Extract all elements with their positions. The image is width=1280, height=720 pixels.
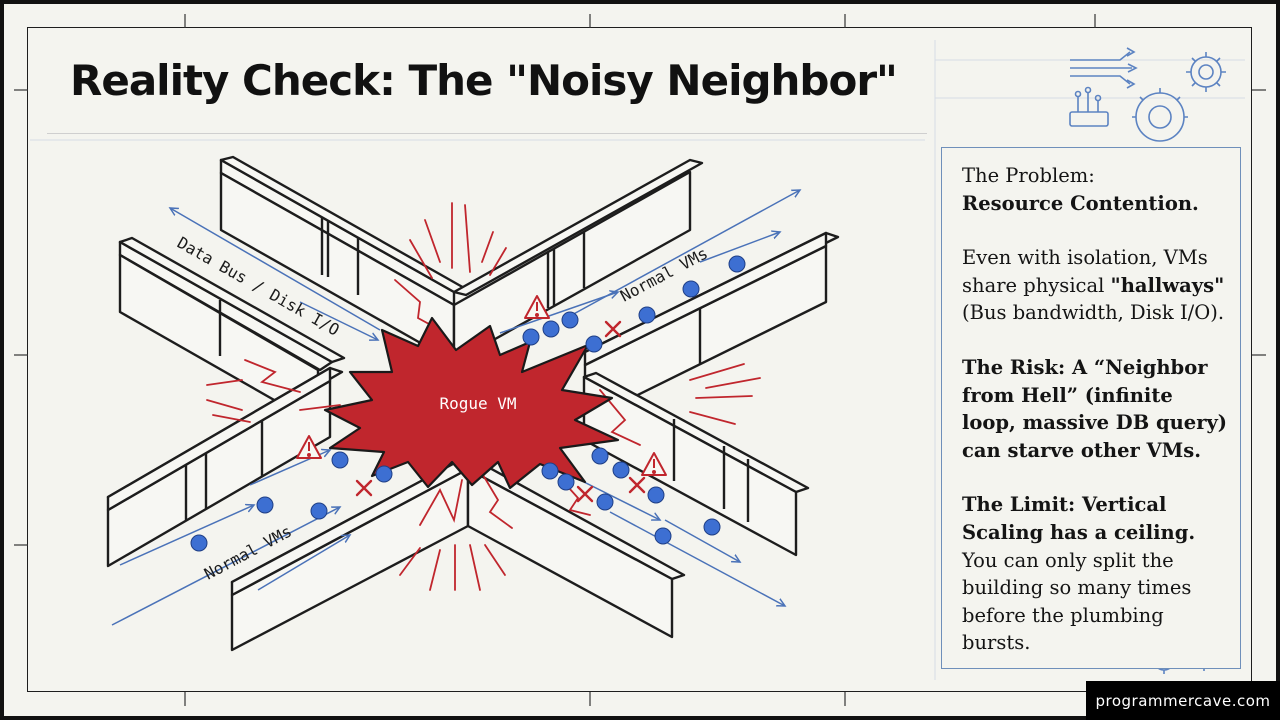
noise-lines [206,202,761,591]
hallways-paragraph: Even with isolation, VMs share physical … [962,244,1232,327]
hallways-text-pre: Even with isolation, VMs share physical [962,246,1208,297]
info-panel-text: The Problem: Resource Contention. Even w… [962,162,1232,684]
rogue-vm-explosion [323,316,620,490]
page-title: Reality Check: The "Noisy Neighbor" [70,56,898,105]
corner-ticks [14,14,1266,706]
problem-heading: The Problem: [962,164,1095,187]
problem-paragraph: The Problem: Resource Contention. [962,162,1232,217]
info-panel [941,147,1241,669]
blocked-marks [355,320,646,503]
hallways-emphasis: "hallways" [1110,273,1225,297]
circuit-icon [1069,47,1138,127]
risk-paragraph: The Risk: A “Neighbor from Hell” (infini… [962,354,1232,464]
limit-paragraph: The Limit: Vertical Scaling has a ceilin… [962,491,1232,657]
limit-text: You can only split the building so many … [962,548,1192,655]
problem-summary: Resource Contention. [962,191,1199,215]
warning-icon [641,452,667,476]
inner-frame [27,27,1252,692]
risk-text: The Risk: A “Neighbor from Hell” (infini… [962,355,1228,462]
hallway-walls [106,155,840,652]
gear-icon [1186,52,1226,92]
data-flow-arrows [111,190,800,626]
watermark-badge: programmercave.com [1086,681,1280,720]
hallways-text-post: (Bus bandwidth, Disk I/O). [962,301,1225,325]
warning-icon [524,295,550,319]
vm-dots [190,255,746,552]
rogue-vm-label: Rogue VM [439,394,516,413]
top-right-decoration [1069,47,1226,142]
gear-icon [1132,88,1188,142]
title-divider [47,133,927,134]
limit-emphasis: The Limit: Vertical Scaling has a ceilin… [962,493,1196,544]
warning-icon [296,435,322,459]
